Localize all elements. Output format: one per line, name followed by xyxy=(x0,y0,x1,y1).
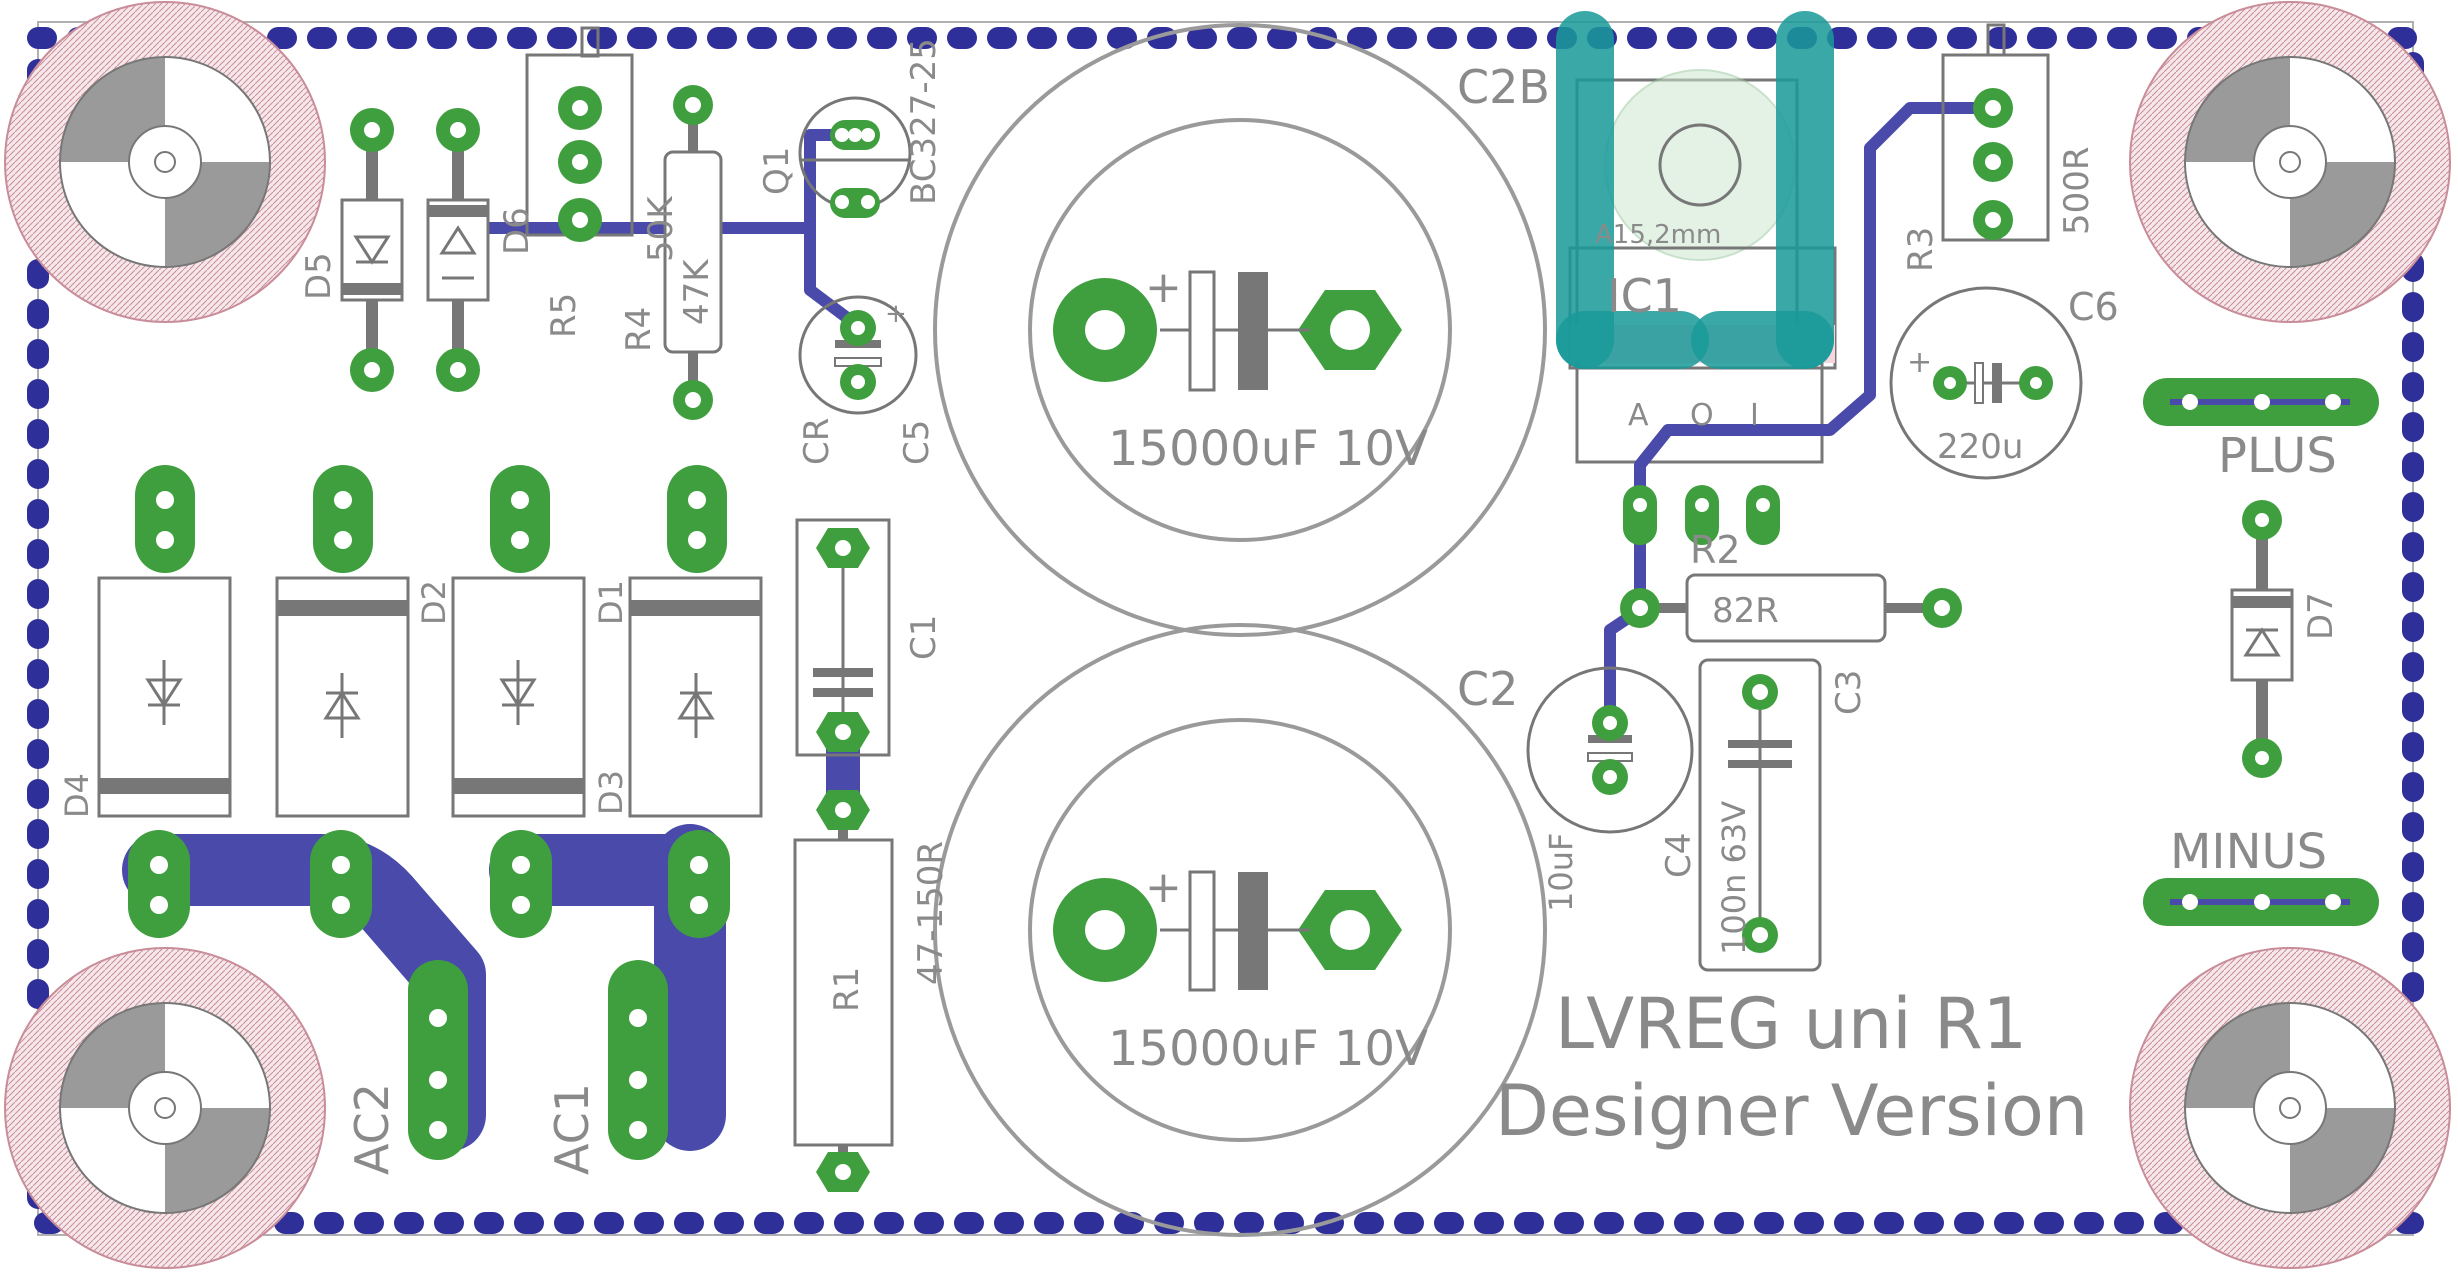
board-subtitle: Designer Version xyxy=(1495,1070,2088,1152)
resistor-r4 xyxy=(663,85,723,420)
label-ic1-pin-i: I xyxy=(1750,398,1759,433)
label-ic1: IC1 xyxy=(1607,269,1682,323)
label-c3: C3 xyxy=(1829,670,1869,715)
label-plus: PLUS xyxy=(2218,428,2337,484)
label-cap-big-2: 15000uF 10V xyxy=(1108,1021,1428,1077)
ic1-pins xyxy=(1623,485,1780,545)
mounting-hole-tl xyxy=(4,1,326,323)
label-cap-big-2-plus: + xyxy=(1145,862,1182,913)
diode-d1 xyxy=(628,576,763,818)
resistor-r2 xyxy=(1620,573,1962,643)
label-r3-value: 500R xyxy=(2057,146,2097,235)
diode-d2 xyxy=(275,576,410,818)
ground-border xyxy=(27,27,2424,1234)
label-cr: CR xyxy=(797,418,837,465)
label-d1: D1 xyxy=(592,580,630,625)
resistor-r1 xyxy=(793,790,894,1192)
label-r4: R4 xyxy=(619,307,659,352)
label-c6: C6 xyxy=(2068,285,2119,329)
mounting-hole-bl xyxy=(4,947,326,1269)
label-ac2: AC2 xyxy=(345,1083,399,1175)
label-c2b: C2B xyxy=(1457,60,1550,114)
label-cap-big-1: 15000uF 10V xyxy=(1108,421,1428,477)
diode-d6 xyxy=(426,108,490,392)
trimmer-r3 xyxy=(1941,23,2050,242)
label-d3: D3 xyxy=(592,770,630,815)
capacitor-c1 xyxy=(795,518,891,757)
label-d5: D5 xyxy=(299,252,339,300)
label-q1: Q1 xyxy=(757,147,797,195)
label-r1: R1 xyxy=(827,967,867,1012)
label-r5: R5 xyxy=(544,293,584,338)
label-c2-value: 10uF xyxy=(1542,833,1580,912)
label-r1-value: 47-150R xyxy=(911,841,951,985)
label-c4: C4 xyxy=(1659,833,1699,878)
diode-d4 xyxy=(97,576,232,818)
label-ac1: AC1 xyxy=(545,1083,599,1175)
label-c1: C1 xyxy=(904,615,944,660)
label-c5: C5 xyxy=(897,420,937,465)
mounting-hole-tr xyxy=(2129,1,2451,323)
cap-big-1 xyxy=(933,23,1547,637)
label-c4-value: 100n 63V xyxy=(1715,801,1753,955)
trimmer-r5 xyxy=(525,26,634,242)
label-d6: D6 xyxy=(497,207,537,255)
cap-big-2 xyxy=(933,623,1547,1237)
label-r3: R3 xyxy=(1901,227,1941,272)
label-r4-value-b: 47K xyxy=(677,258,717,325)
label-ic1-pin-a: A xyxy=(1628,398,1649,433)
mounting-hole-br xyxy=(2129,947,2451,1269)
diode-d7 xyxy=(2230,500,2294,778)
label-c6-value: 220u xyxy=(1937,427,2023,467)
bridge-diodes xyxy=(97,465,763,938)
label-r2: R2 xyxy=(1690,528,1741,572)
minus-terminal xyxy=(2143,878,2379,926)
label-cap-big-1-plus: + xyxy=(1145,262,1182,313)
label-c6-plus: + xyxy=(1907,345,1932,380)
capacitor-c6 xyxy=(1889,286,2083,480)
label-c5-plus: + xyxy=(885,299,907,329)
diode-d5 xyxy=(340,108,404,392)
capacitor-c3 xyxy=(1698,658,1822,972)
label-d7: D7 xyxy=(2301,592,2341,640)
label-ic1-heatsink: A15,2mm xyxy=(1595,220,1721,250)
label-ic1-pin-o: O xyxy=(1690,398,1714,433)
transistor-q1 xyxy=(798,96,912,218)
label-r4-value-a: 50K xyxy=(641,195,681,262)
capacitor-c5 xyxy=(798,295,918,415)
ac-terminals xyxy=(408,960,668,1160)
board-title: LVREG uni R1 xyxy=(1555,983,2027,1065)
capacitor-c2 xyxy=(1526,666,1694,834)
label-minus: MINUS xyxy=(2170,824,2327,880)
label-d2: D2 xyxy=(415,580,453,625)
plus-terminal xyxy=(2143,378,2379,426)
label-d4: D4 xyxy=(58,773,96,818)
diode-d3 xyxy=(451,576,586,818)
label-r2-value: 82R xyxy=(1712,591,1779,631)
label-q1-value: BC327-25 xyxy=(904,38,944,205)
heatsink-pads xyxy=(1556,11,1834,369)
label-c2: C2 xyxy=(1457,662,1518,716)
